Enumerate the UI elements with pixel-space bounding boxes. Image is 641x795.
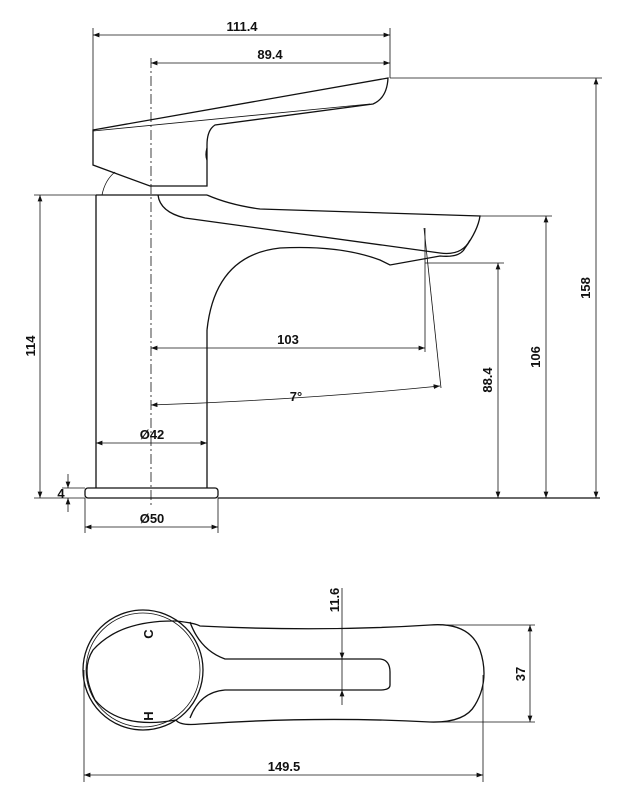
dim-89-4: 89.4 [257,47,283,62]
cold-mark: C [141,629,156,639]
hot-mark: H [141,711,156,720]
handle-outline [92,77,389,187]
dim-111-4: 111.4 [226,19,258,34]
dim-158: 158 [578,277,593,299]
dim-149-5: 149.5 [268,759,301,774]
handle-plan-outline [175,620,485,726]
dim-dia-42: Ø42 [140,427,165,442]
base [84,487,219,499]
dim-106: 106 [528,346,543,368]
side-view: 111.4 89.4 158 106 88.4 114 4 103 7° Ø42… [23,19,602,533]
dim-88-4: 88.4 [480,367,495,393]
dim-114: 114 [23,335,38,357]
dim-11-6: 11.6 [327,588,342,613]
plan-view: C H 11.6 37 149.5 [82,588,535,782]
dim-103: 103 [277,332,299,347]
dim-4: 4 [57,486,65,501]
dim-37: 37 [513,667,528,681]
dim-angle-7: 7° [290,389,302,404]
dim-dia-50: Ø50 [140,511,165,526]
spout-outline [206,194,481,331]
